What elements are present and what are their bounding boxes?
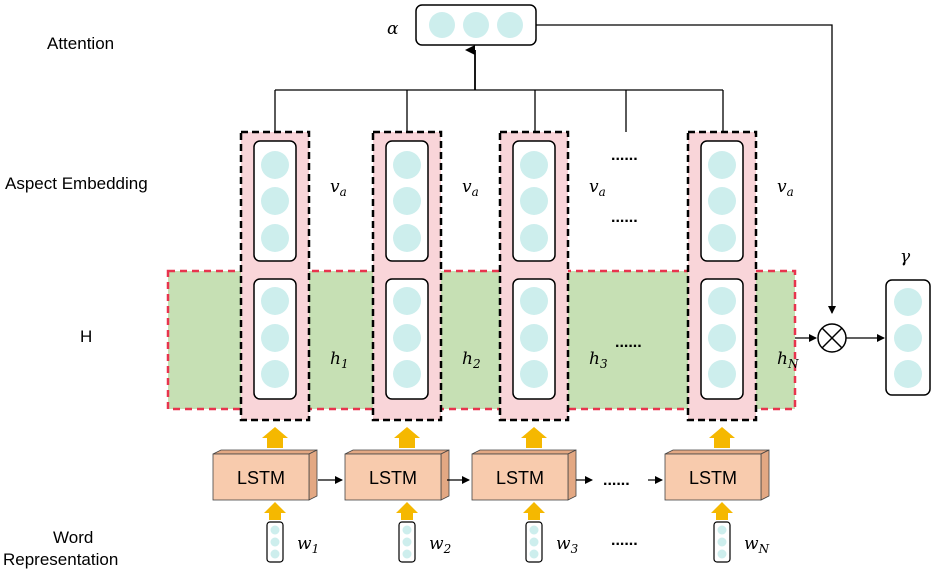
hidden-node-2 (393, 324, 421, 352)
aspect-dots-top: ...... (611, 147, 638, 164)
aspect-node-1 (261, 151, 289, 179)
aspect-node-1 (520, 151, 548, 179)
aspect-dots-bottom: ...... (611, 209, 638, 226)
column-dashed-outline (686, 130, 758, 422)
gamma-node-1 (894, 288, 922, 316)
word-input-arrow-icon (396, 502, 418, 520)
attention-row-label: Attention (47, 34, 114, 53)
hidden-node-3 (393, 360, 421, 388)
word-node-1 (270, 525, 280, 535)
lstm-front-face (471, 453, 569, 501)
aspect-label-2: va (462, 177, 479, 199)
aspect-node-2 (520, 187, 548, 215)
aspect-node-3 (261, 224, 289, 252)
lstm-label: LSTM (237, 468, 285, 488)
lstm-top-face (471, 449, 577, 455)
word-node-3 (529, 549, 539, 559)
word-rep-row-label-line1: Word (53, 528, 93, 547)
alpha-label: α (387, 19, 399, 39)
lstm-label: LSTM (689, 468, 737, 488)
lstm-top-face (344, 449, 450, 455)
hidden-node-1 (393, 287, 421, 315)
lstm-dots: ...... (603, 472, 630, 489)
lstm-front-face (344, 453, 442, 501)
alpha-node-3 (497, 12, 523, 38)
word-label-1: w1 (297, 534, 319, 556)
word-label-2: w2 (429, 534, 451, 556)
aspect-node-2 (708, 187, 736, 215)
lstm-cell-4: LSTM wN (664, 449, 770, 563)
hidden-node-3 (261, 360, 289, 388)
aspect-label-4: va (777, 177, 794, 199)
lstm-side-face (567, 449, 577, 501)
word-node-2 (529, 537, 539, 547)
word-node-1 (402, 525, 412, 535)
aspect-node-3 (708, 224, 736, 252)
hidden-node-2 (261, 324, 289, 352)
hidden-node-3 (708, 360, 736, 388)
hidden-node-1 (708, 287, 736, 315)
lstm-label: LSTM (369, 468, 417, 488)
word-label-4: wN (744, 534, 770, 556)
lstm-output-arrow-icon (709, 427, 735, 448)
hidden-dots: ...... (615, 334, 642, 351)
word-input-arrow-icon (523, 502, 545, 520)
aspect-node-3 (520, 224, 548, 252)
word-node-1 (717, 525, 727, 535)
gamma-node-3 (894, 360, 922, 388)
alpha-to-multiply-line (536, 24, 836, 314)
word-dots: ...... (611, 532, 638, 549)
word-input-arrow-icon (711, 502, 733, 520)
alpha-node-1 (429, 12, 455, 38)
column-dashed-outline (498, 130, 570, 422)
hidden-node-2 (708, 324, 736, 352)
multiply-icon-cross-b (821, 327, 843, 349)
aspect-node-2 (393, 187, 421, 215)
word-node-2 (270, 537, 280, 547)
lstm-side-face (760, 449, 770, 501)
lstm-cell-2: LSTM w2 (344, 449, 451, 563)
gamma-node-2 (894, 324, 922, 352)
lstm-side-face (308, 449, 318, 501)
lstm-cell-1: LSTM w1 (212, 449, 319, 563)
lstm-side-face (440, 449, 450, 501)
lstm-front-face (664, 453, 762, 501)
word-node-3 (717, 549, 727, 559)
lstm-output-arrow-icon (262, 427, 288, 448)
gamma-label: γ (900, 247, 911, 267)
aspect-node-3 (393, 224, 421, 252)
hidden-node-1 (261, 287, 289, 315)
lstm-top-face (212, 449, 318, 455)
lstm-top-face (664, 449, 770, 455)
word-node-2 (402, 537, 412, 547)
h-row-label: H (80, 327, 92, 346)
hidden-node-3 (520, 360, 548, 388)
lstm-output-arrow-icon (394, 427, 420, 448)
lstm-front-face (212, 453, 310, 501)
lstm-output-arrow-icon (521, 427, 547, 448)
lstm-label: LSTM (496, 468, 544, 488)
aspect-node-1 (708, 151, 736, 179)
aspect-label-3: va (589, 177, 606, 199)
word-input-arrow-icon (264, 502, 286, 520)
lstm-cell-3: LSTM w3 (471, 449, 579, 563)
aspect-embedding-row-label: Aspect Embedding (5, 174, 148, 193)
word-node-3 (402, 549, 412, 559)
alpha-node-2 (463, 12, 489, 38)
aspect-node-2 (261, 187, 289, 215)
hidden-node-1 (520, 287, 548, 315)
aspect-node-1 (393, 151, 421, 179)
word-label-3: w3 (556, 534, 579, 556)
word-rep-row-label-line2: Representation (3, 550, 118, 569)
hidden-node-2 (520, 324, 548, 352)
word-node-3 (270, 549, 280, 559)
aspect-label-1: va (330, 177, 347, 199)
word-node-1 (529, 525, 539, 535)
word-node-2 (717, 537, 727, 547)
